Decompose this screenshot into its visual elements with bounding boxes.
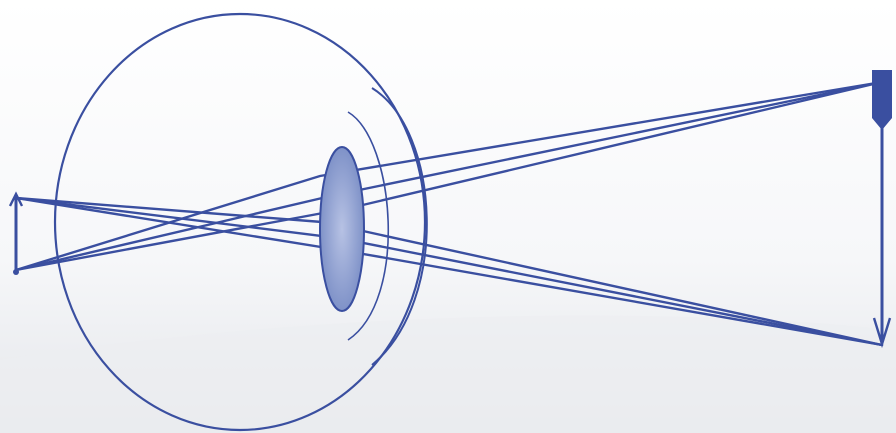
- object-head: [872, 70, 892, 130]
- lens-icon: [320, 147, 364, 311]
- image-base: [13, 269, 19, 275]
